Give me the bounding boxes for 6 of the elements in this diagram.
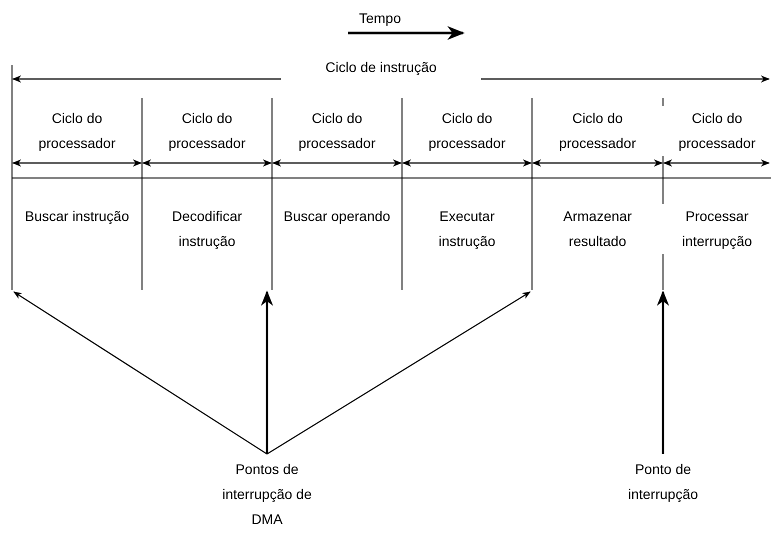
leader-arrow	[260, 290, 274, 454]
leader-arrow	[13, 292, 268, 454]
annotation-text: Ponto de interrupção	[603, 457, 723, 507]
annotation-text: Pontos de interrupção de DMA	[207, 457, 327, 532]
leader-arrow	[656, 290, 670, 454]
leader-arrow	[266, 291, 531, 455]
